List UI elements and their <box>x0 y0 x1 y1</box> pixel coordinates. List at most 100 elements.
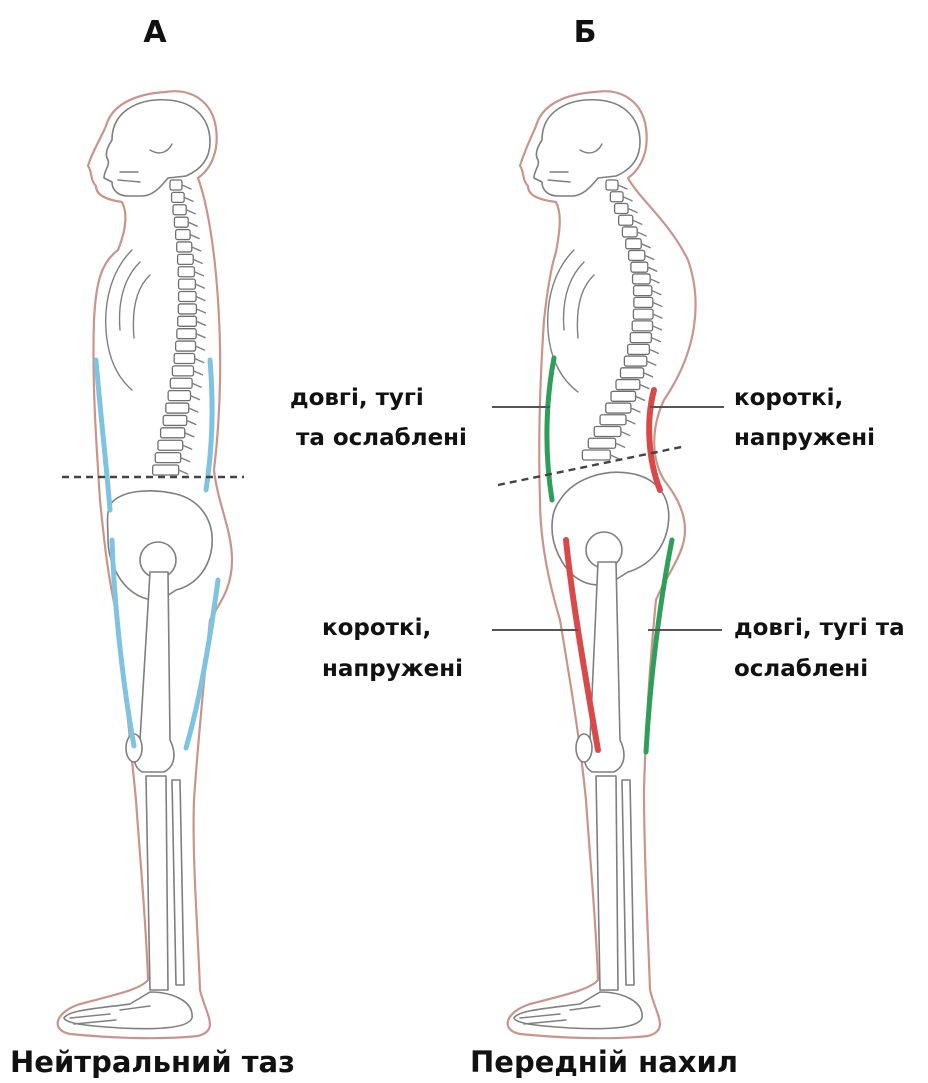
vertebra <box>610 192 623 202</box>
vertebra <box>179 292 196 302</box>
spinous-process <box>637 232 646 236</box>
vertebra <box>624 356 646 366</box>
spinous-process <box>640 385 649 389</box>
spinous-process <box>185 433 194 437</box>
spinous-process <box>194 371 203 375</box>
label-upper-left-line2: та ослаблені <box>296 425 467 451</box>
spinous-process <box>647 361 656 365</box>
tibia-b <box>596 776 618 990</box>
spinous-process <box>189 408 198 412</box>
spinous-process <box>633 220 642 224</box>
spinous-process <box>182 185 191 189</box>
fibula-a <box>172 780 184 985</box>
vertebra <box>606 180 618 190</box>
spinous-process <box>649 349 658 353</box>
vertebra <box>631 262 648 272</box>
vertebra <box>633 309 653 319</box>
tibia-a <box>146 776 168 990</box>
vertebra <box>620 368 643 378</box>
spinous-process <box>196 346 205 350</box>
muscle-hamstring-lengthened-b <box>646 540 672 752</box>
label-upper-left-line1: довгі, тугі <box>290 385 424 411</box>
label-lower-right-line2: ослаблені <box>734 656 868 682</box>
vertebra <box>174 217 188 227</box>
spinous-process <box>626 420 635 424</box>
spinous-process <box>193 259 202 263</box>
vertebra <box>172 366 193 376</box>
spinous-process <box>650 279 659 283</box>
panel-b-letter: Б <box>574 15 597 50</box>
vertebra <box>594 427 621 437</box>
spinous-process <box>618 185 627 189</box>
figure-neutral-pelvis <box>58 91 244 1038</box>
vertebra <box>632 321 652 331</box>
vertebra <box>176 341 196 351</box>
vertebra <box>606 403 631 413</box>
vertebra <box>153 465 179 475</box>
spinous-process <box>196 321 205 325</box>
spinous-process <box>187 420 196 424</box>
vertebra <box>626 239 641 249</box>
spinous-process <box>610 455 619 459</box>
vertebra <box>155 453 180 463</box>
vertebra <box>634 286 652 296</box>
spinous-process <box>190 235 199 239</box>
vertebra <box>178 304 196 314</box>
label-lower-left-line2: напружені <box>322 656 463 682</box>
vertebra <box>616 380 640 390</box>
vertebra <box>611 391 636 401</box>
spinous-process <box>196 297 205 301</box>
vertebra <box>179 279 196 289</box>
spinous-process <box>644 373 653 377</box>
ribcage-b <box>548 250 594 392</box>
label-lower-left-line1: короткі, <box>322 615 431 641</box>
spinous-process <box>194 272 203 276</box>
vertebra <box>172 192 185 202</box>
vertebra <box>177 242 192 252</box>
skull-a <box>104 100 210 196</box>
spinous-process <box>196 309 205 313</box>
spinous-process <box>648 267 657 271</box>
vertebra <box>178 316 197 326</box>
vertebra <box>166 403 189 413</box>
spinous-process <box>181 458 190 462</box>
spinous-process <box>653 302 662 306</box>
spinous-process <box>628 208 637 212</box>
spinous-process <box>186 210 195 214</box>
vertebra <box>163 415 187 425</box>
spinous-process <box>641 244 650 248</box>
fibula-b <box>622 780 634 985</box>
vertebra <box>628 344 650 354</box>
vertebra <box>173 205 186 215</box>
spinous-process <box>196 334 205 338</box>
vertebra <box>161 428 185 438</box>
spinous-process <box>190 396 199 400</box>
spinous-process <box>653 326 662 330</box>
vertebra <box>177 329 196 339</box>
spinous-process <box>183 445 192 449</box>
vertebra <box>588 438 615 448</box>
muscle-posterior-lumbar-a <box>206 360 212 490</box>
spinous-process <box>623 197 632 201</box>
vertebra <box>170 378 192 388</box>
vertebra <box>168 391 190 401</box>
vertebra <box>170 180 182 190</box>
spinous-process <box>636 396 645 400</box>
spinous-process <box>184 197 193 201</box>
vertebra <box>629 250 645 260</box>
vertebra <box>178 254 194 264</box>
vertebra <box>615 203 628 213</box>
patella-b <box>576 734 592 762</box>
vertebra <box>600 415 626 425</box>
spinous-process <box>188 222 197 226</box>
spinous-process <box>192 247 201 251</box>
vertebra <box>158 440 183 450</box>
vertebra <box>174 353 195 363</box>
spine-a <box>153 180 206 475</box>
figure-anterior-tilt <box>492 91 724 1038</box>
spinous-process <box>652 291 661 295</box>
label-upper-right-line1: короткі, <box>734 385 843 411</box>
spinous-process <box>616 443 625 447</box>
spinous-process <box>653 314 662 318</box>
